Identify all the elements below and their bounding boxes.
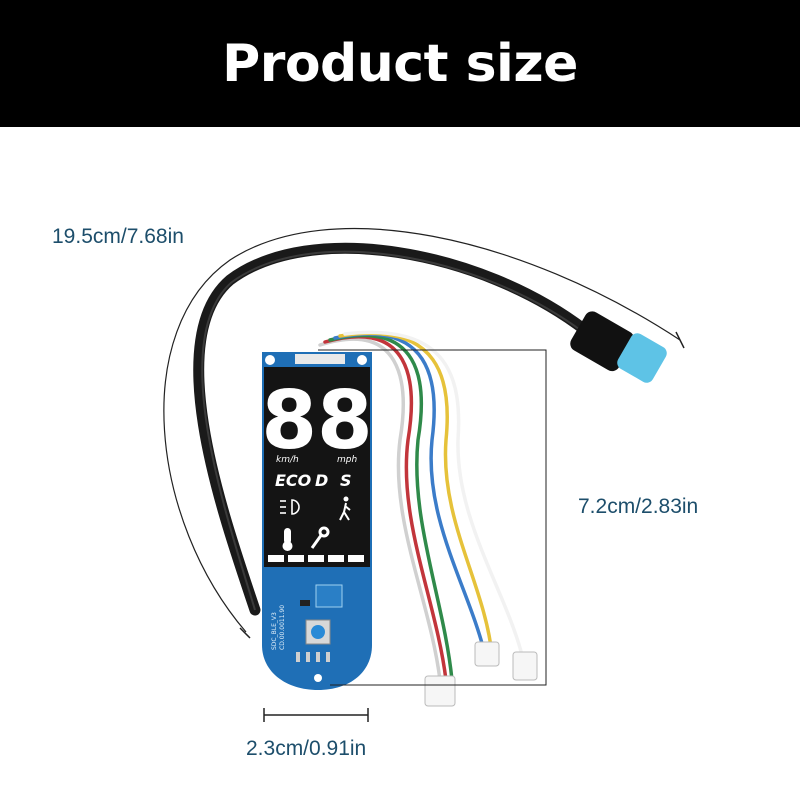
pcb-silkscreen-line1: SDC_BLE_V3 — [271, 612, 278, 650]
banner-title: Product size — [222, 33, 578, 94]
mount-hole-bottom — [314, 674, 322, 682]
pcb-header-pins — [295, 354, 345, 364]
black-cable — [193, 242, 591, 616]
unit-kmh: km/h — [276, 455, 299, 465]
wire-connector-2 — [474, 641, 500, 667]
temperature-warning-icon — [282, 528, 293, 551]
title-banner: Product size — [0, 0, 800, 127]
bluetooth-module — [315, 584, 343, 608]
connector-tip — [617, 333, 667, 383]
mode-d: D — [315, 471, 328, 490]
wire-connector-3 — [512, 651, 538, 681]
lcd-panel — [264, 367, 370, 567]
speed-digits: 88 — [261, 374, 372, 467]
board-height-label: 7.2cm/2.83in — [578, 495, 699, 518]
board-width-label: 2.3cm/0.91in — [246, 737, 367, 760]
walk-mode-icon — [339, 496, 351, 521]
wire-connector-1 — [424, 675, 456, 707]
colored-wires — [318, 330, 524, 682]
cable-dimension-tick-start — [239, 627, 251, 639]
cable-dimension-tick-end — [675, 331, 685, 349]
push-button — [311, 625, 325, 639]
wrench-icon — [310, 526, 330, 549]
pcb-silkscreen-line2: CD.00.0011.90 — [279, 605, 286, 650]
black-cable-highlight — [201, 250, 584, 611]
unit-mph: mph — [337, 455, 357, 465]
smd-chip — [300, 600, 310, 606]
mode-s: S — [340, 471, 352, 490]
height-dimension-bracket — [318, 349, 547, 686]
connector-body — [570, 311, 635, 372]
headlight-icon — [280, 499, 300, 515]
mount-hole-top-right — [357, 355, 367, 365]
battery-level-bars — [268, 555, 364, 562]
mount-hole-top-left — [265, 355, 275, 365]
mode-eco: ECO — [275, 471, 312, 490]
cable-dimension-arc — [163, 228, 681, 633]
cable-length-label: 19.5cm/7.68in — [52, 225, 184, 248]
pcb-solder-pins — [296, 652, 330, 662]
